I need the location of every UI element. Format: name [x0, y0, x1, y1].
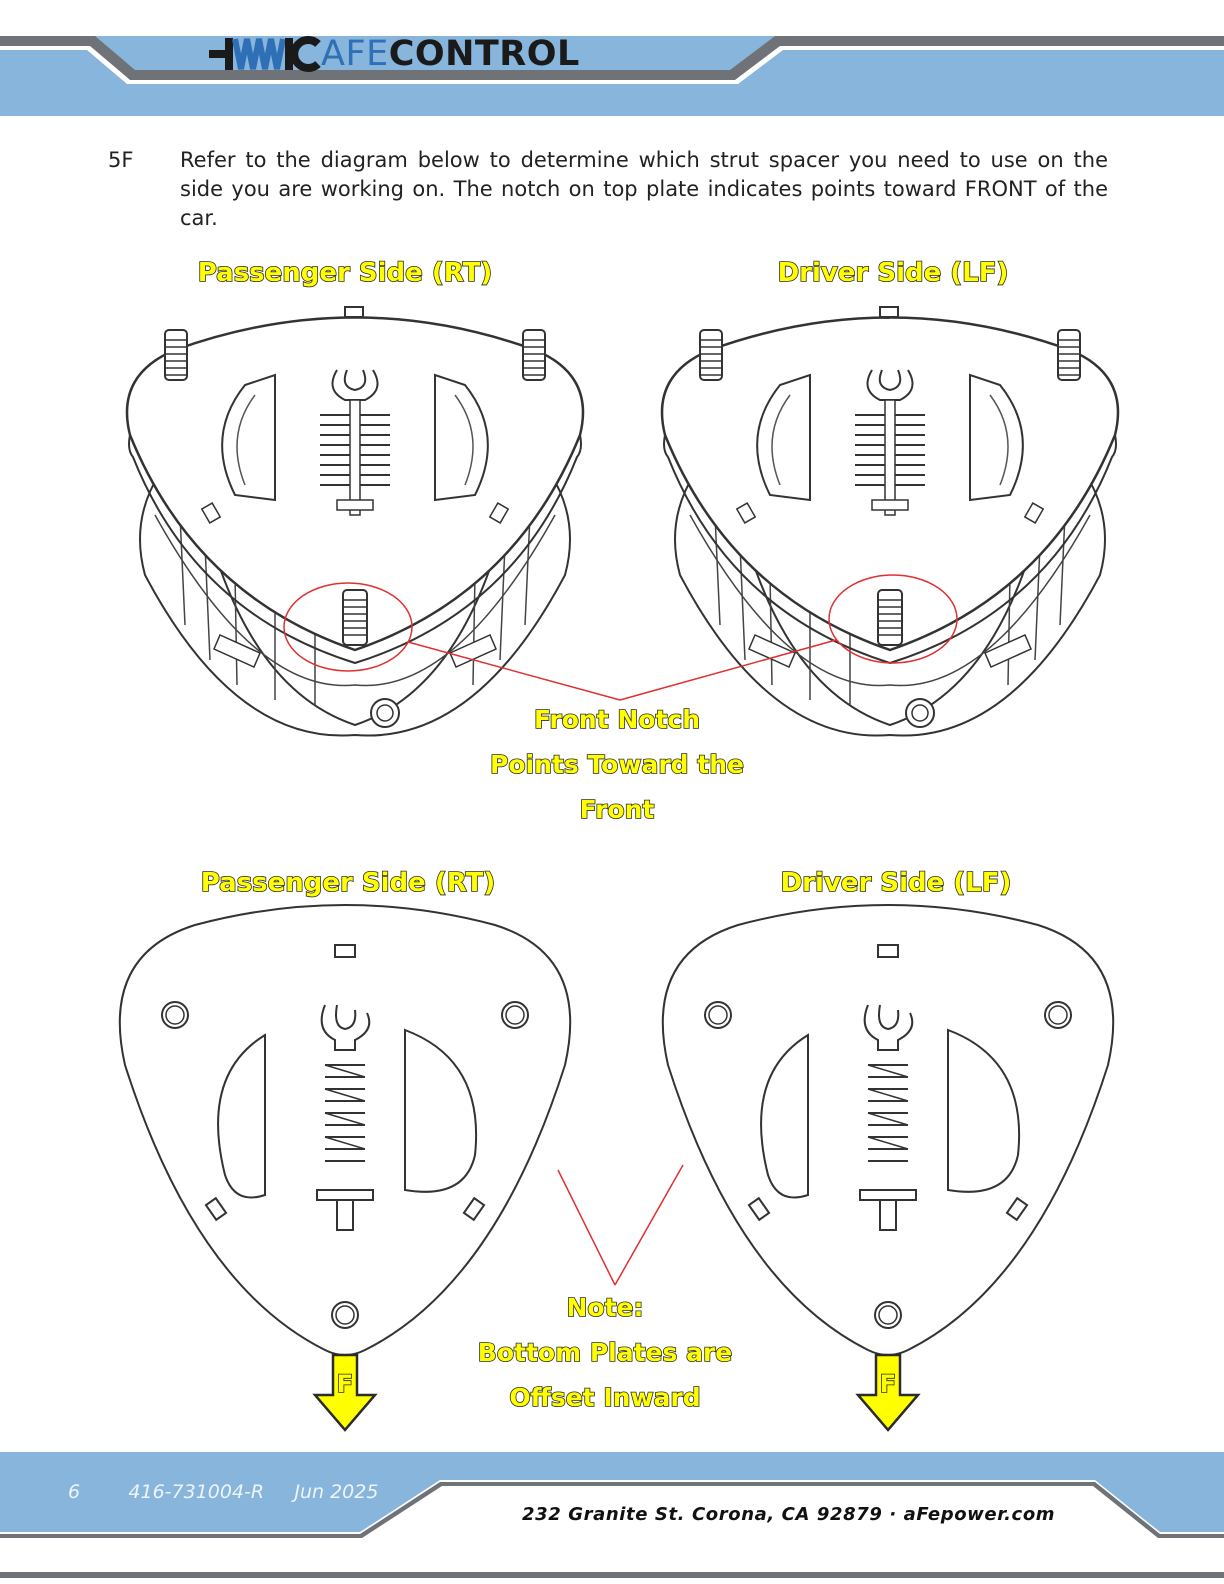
footer-meta: 6 416-731004-R Jun 2025	[68, 1481, 378, 1503]
bottom-label-passenger: Passenger Side (RT)	[201, 868, 495, 898]
front-notch-line-1: Front Notch	[534, 705, 700, 734]
front-notch-line-3: Front	[580, 795, 655, 824]
front-notch-callout-right	[828, 574, 958, 664]
revision-date: Jun 2025	[294, 1481, 379, 1503]
driver-top-assembly	[660, 305, 1120, 737]
note-line-2: Bottom Plates are	[478, 1338, 732, 1367]
footer-address: 232 Granite St. Corona, CA 92879 · aFepo…	[522, 1504, 1056, 1525]
brand-control: CONTROL	[388, 34, 580, 74]
top-label-driver: Driver Side (LF)	[778, 258, 1009, 288]
top-label-passenger: Passenger Side (RT)	[198, 258, 492, 288]
front-notch-line-2: Points Toward the	[490, 750, 744, 779]
passenger-bottom-plate	[118, 904, 572, 1356]
brand-afe: AFE	[321, 34, 389, 74]
driver-bottom-plate	[661, 904, 1115, 1356]
bottom-label-driver: Driver Side (LF)	[781, 868, 1012, 898]
step-text: Refer to the diagram below to determine …	[180, 148, 1108, 230]
arrow-letter-right: F	[880, 1370, 896, 1398]
arrow-letter-left: F	[337, 1370, 353, 1398]
part-number: 416-731004-R	[128, 1481, 265, 1503]
note-line-1: Note:	[566, 1293, 643, 1322]
strut-spacer-diagram: F F Passenger Side (RT) Driver Side (LF)…	[118, 257, 1120, 1432]
note-line-3: Offset Inward	[509, 1383, 700, 1412]
footer-band	[0, 1452, 1224, 1584]
step-number: 5F	[108, 148, 134, 172]
header-band	[0, 36, 1224, 116]
logo-coil-icon	[209, 36, 321, 72]
page-number: 6	[68, 1481, 81, 1503]
front-notch-callout-left	[283, 582, 413, 672]
